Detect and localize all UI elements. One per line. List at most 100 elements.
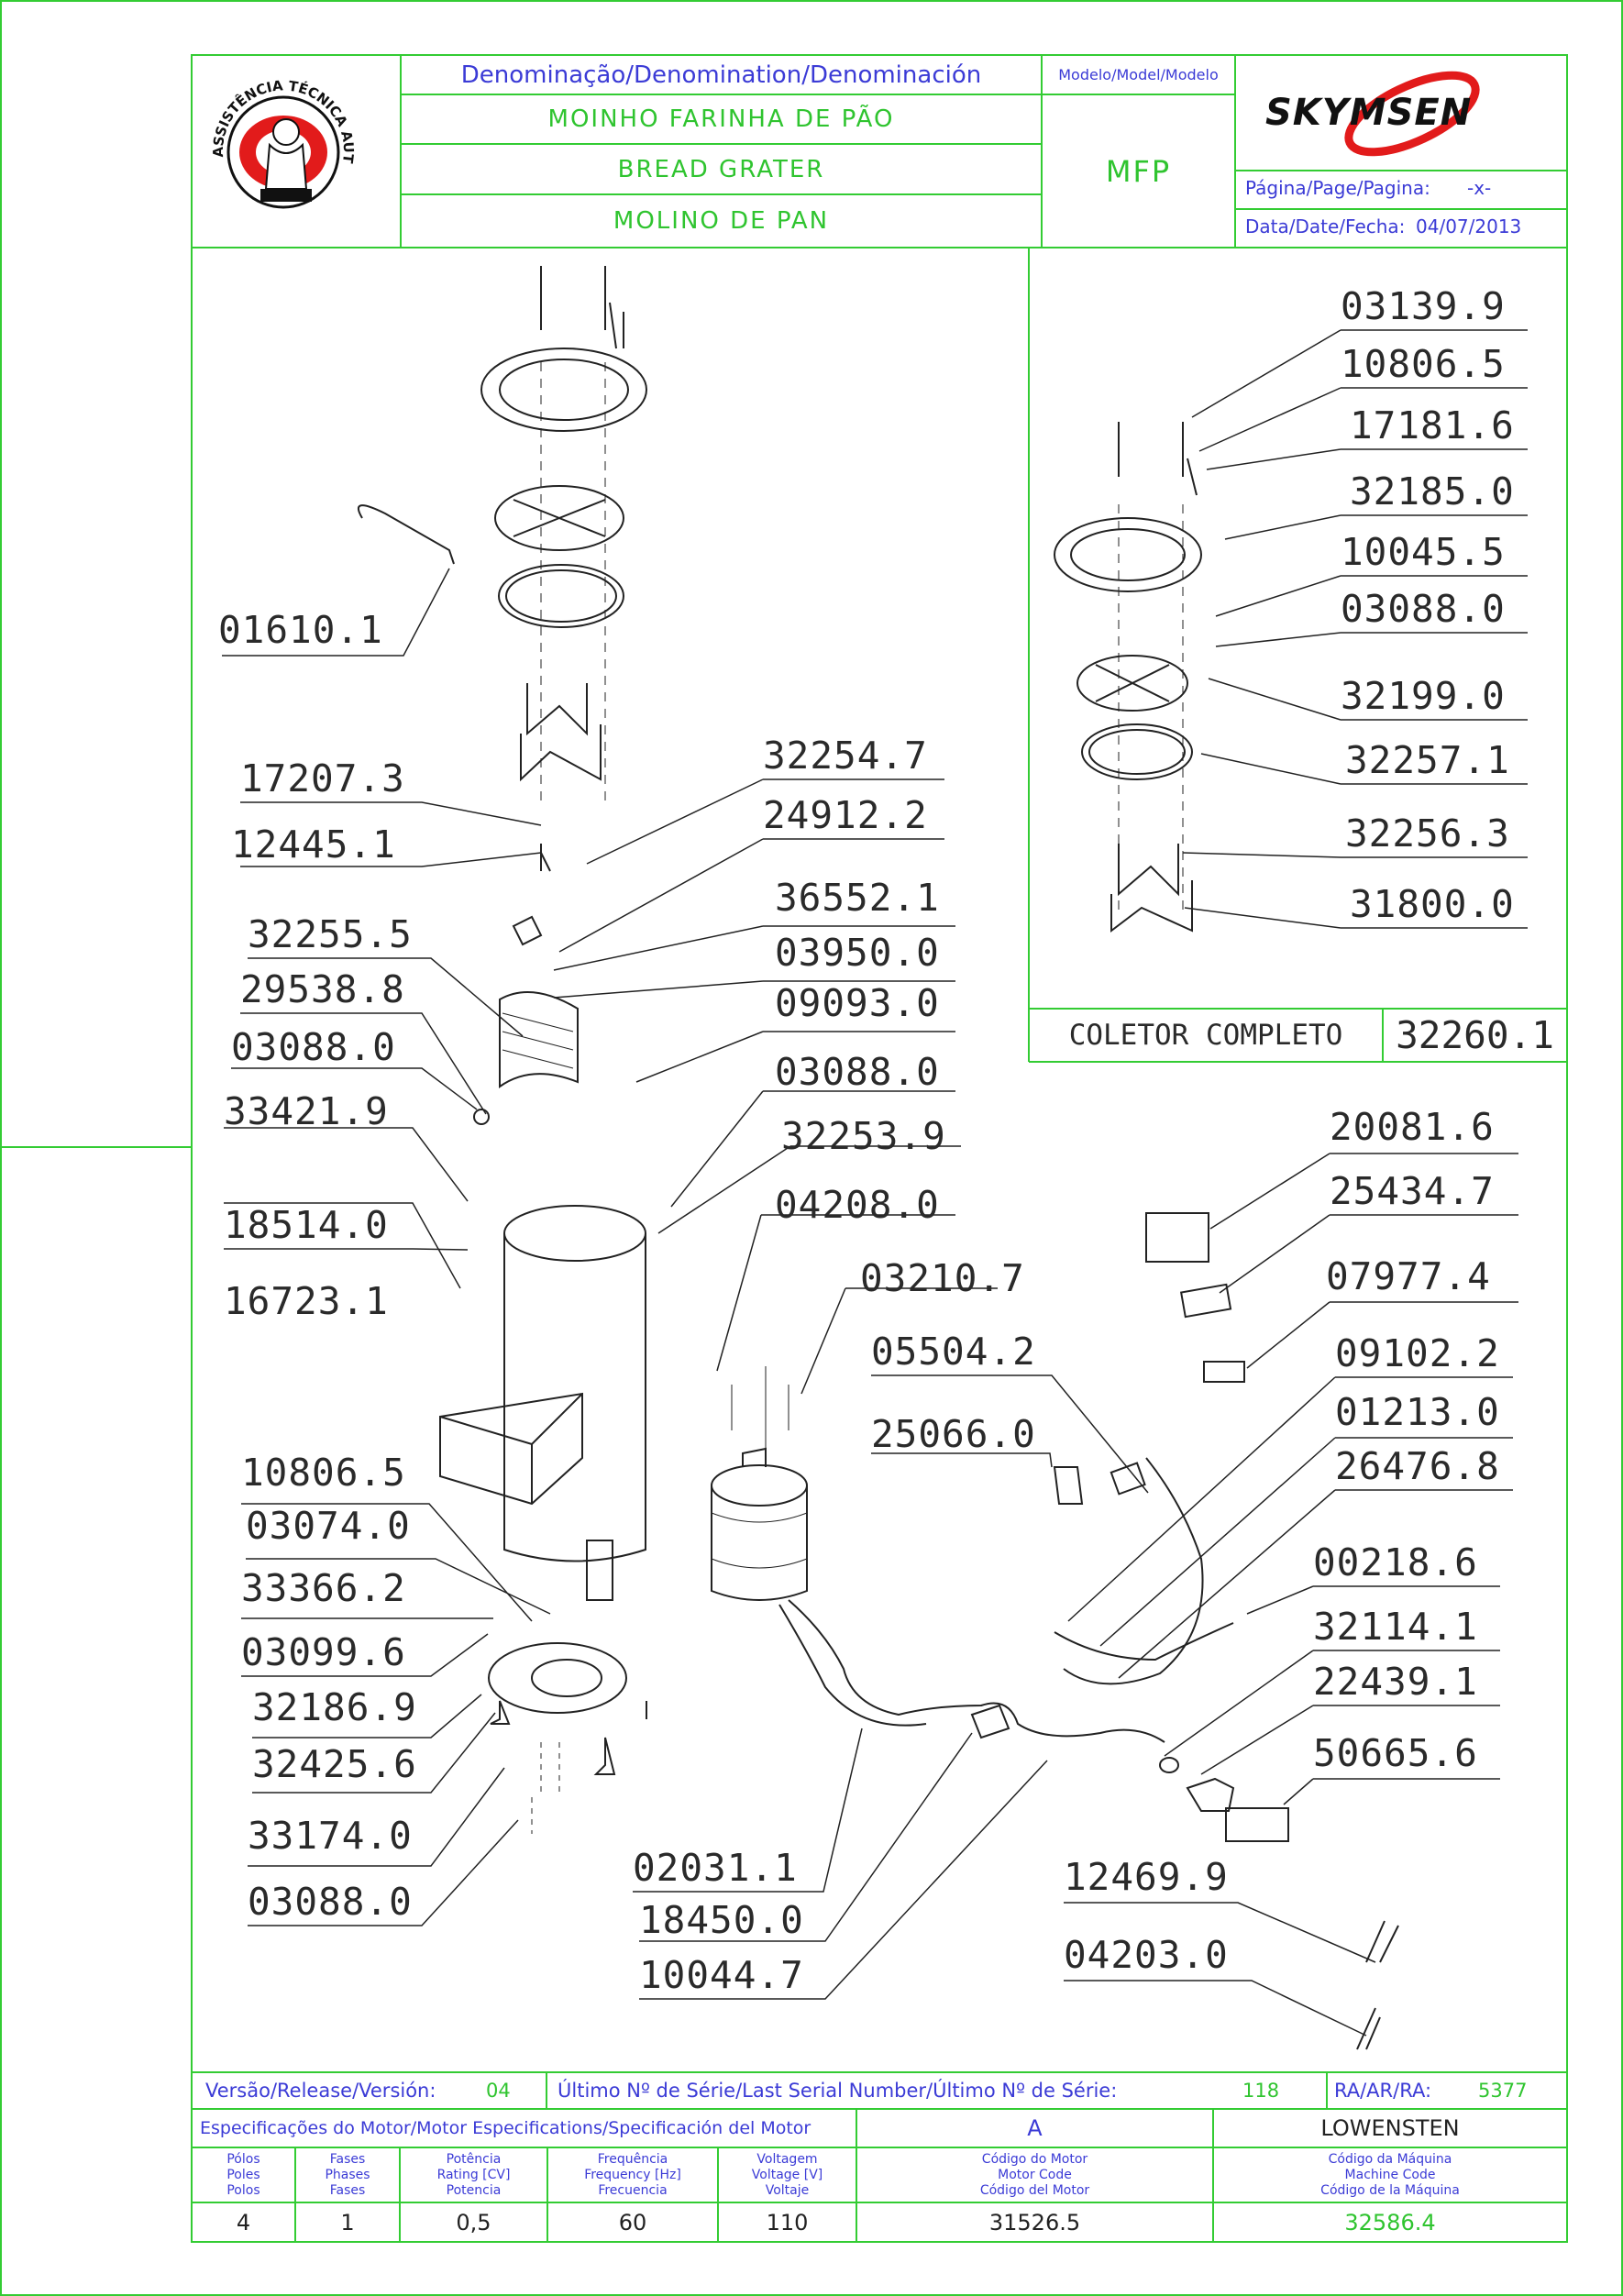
part-label: 12469.9 bbox=[1064, 1855, 1229, 1899]
plug bbox=[1110, 1462, 1146, 1496]
part-label: 12445.1 bbox=[231, 822, 396, 867]
product-name-es: MOLINO DE PAN bbox=[613, 207, 830, 235]
part-label: 18514.0 bbox=[224, 1203, 389, 1247]
chute bbox=[439, 1392, 583, 1506]
main-body-top bbox=[503, 1205, 646, 1262]
part-label: 50665.6 bbox=[1313, 1731, 1478, 1775]
part-label: 03099.6 bbox=[241, 1630, 406, 1674]
col-poles-es: Polos bbox=[226, 2182, 260, 2198]
part-label: 05504.2 bbox=[871, 1330, 1036, 1374]
collector-part-5: 10045.5 bbox=[1341, 530, 1506, 574]
page-label: Página/Page/Pagina: bbox=[1245, 177, 1430, 199]
collector-part-10: 31800.0 bbox=[1350, 882, 1515, 926]
part-label: 09093.0 bbox=[775, 981, 940, 1025]
date-label: Data/Date/Fecha: bbox=[1245, 215, 1406, 237]
sticker-3 bbox=[1203, 1361, 1245, 1383]
col-freq-en: Frequency [Hz] bbox=[584, 2167, 681, 2182]
part-label: 22439.1 bbox=[1313, 1660, 1478, 1704]
collector-part-7: 32199.0 bbox=[1341, 674, 1506, 718]
cable-2 bbox=[1356, 2007, 1381, 2050]
part-label: 32253.9 bbox=[781, 1114, 946, 1158]
part-label: 32255.5 bbox=[248, 912, 413, 956]
machine-code-value: 32586.4 bbox=[1344, 2209, 1436, 2235]
page-value: -x- bbox=[1467, 177, 1492, 199]
manufacturer: LOWENSTEN bbox=[1320, 2115, 1460, 2141]
serial-value: 118 bbox=[1242, 2080, 1280, 2102]
part-label: 33421.9 bbox=[224, 1089, 389, 1133]
part-label: 36552.1 bbox=[775, 876, 940, 920]
col-voltage-header: Voltagem Voltage [V] Voltaje bbox=[718, 2147, 856, 2202]
brand-swoosh-icon bbox=[1344, 71, 1480, 157]
cable-1 bbox=[1365, 1920, 1399, 1963]
part-label: 03210.7 bbox=[860, 1256, 1025, 1300]
collector-part-4: 32185.0 bbox=[1350, 469, 1515, 513]
part-label: 03950.0 bbox=[775, 931, 940, 975]
brand-name: SKYMSEN bbox=[1265, 92, 1473, 134]
part-label: 18450.0 bbox=[639, 1898, 804, 1942]
collector-funnel bbox=[480, 348, 647, 432]
warning-sticker-4 bbox=[1225, 1807, 1289, 1842]
ra-label: RA/AR/RA: bbox=[1334, 2080, 1432, 2102]
col-phases-en: Phases bbox=[325, 2167, 370, 2182]
motor bbox=[711, 1485, 808, 1601]
part-label: 10806.5 bbox=[241, 1451, 406, 1495]
col-poles-en: Poles bbox=[226, 2167, 260, 2182]
part-label: 20081.6 bbox=[1330, 1105, 1495, 1149]
voltage-value: 110 bbox=[766, 2209, 809, 2235]
version-label: Versão/Release/Versión: bbox=[205, 2080, 436, 2102]
part-label: 24912.2 bbox=[763, 793, 928, 837]
part-label: 32186.9 bbox=[252, 1685, 417, 1729]
product-name-pt: MOINHO FARINHA DE PÃO bbox=[547, 105, 895, 133]
model-value: MFP bbox=[1105, 153, 1172, 189]
ra-value: 5377 bbox=[1478, 2080, 1528, 2102]
date-value: 04/07/2013 bbox=[1416, 215, 1522, 237]
part-label: 33174.0 bbox=[248, 1814, 413, 1858]
col-machine-code-pt: Código da Máquina bbox=[1328, 2151, 1452, 2167]
part-label: 26476.8 bbox=[1335, 1444, 1500, 1488]
part-label: 02031.1 bbox=[633, 1846, 798, 1890]
collector-part-8: 32257.1 bbox=[1345, 738, 1510, 782]
part-label: 01610.1 bbox=[218, 608, 383, 652]
part-label: 33366.2 bbox=[241, 1566, 406, 1610]
col-voltage-pt: Voltagem bbox=[756, 2151, 818, 2167]
col-motor-code-header: Código do Motor Motor Code Código del Mo… bbox=[856, 2147, 1213, 2202]
switch bbox=[1159, 1757, 1179, 1773]
col-freq-header: Frequência Frequency [Hz] Frecuencia bbox=[547, 2147, 718, 2202]
part-label: 04208.0 bbox=[775, 1183, 940, 1227]
product-name-en: BREAD GRATER bbox=[617, 155, 825, 183]
part-label: 25434.7 bbox=[1330, 1169, 1495, 1213]
col-phases-es: Fases bbox=[329, 2182, 366, 2198]
main-body bbox=[503, 1233, 646, 1562]
motor-top bbox=[711, 1464, 808, 1507]
part-label: 09102.2 bbox=[1335, 1331, 1500, 1375]
part-label: 07977.4 bbox=[1326, 1254, 1491, 1298]
part-label: 04203.0 bbox=[1064, 1933, 1229, 1977]
col-power-en: Rating [CV] bbox=[436, 2167, 511, 2182]
col-phases-pt: Fases bbox=[329, 2151, 366, 2167]
part-label: 10044.7 bbox=[639, 1953, 804, 1997]
col-voltage-en: Voltage [V] bbox=[751, 2167, 823, 2182]
part-label: 29538.8 bbox=[240, 967, 405, 1011]
col-motor-code-es: Código del Motor bbox=[979, 2182, 1090, 2198]
col-power-pt: Potência bbox=[446, 2151, 502, 2167]
phases-value: 1 bbox=[340, 2209, 355, 2235]
serial-label: Último Nº de Série/Last Serial Number/Úl… bbox=[558, 2080, 1118, 2102]
col-phases-header: Fases Phases Fases bbox=[295, 2147, 400, 2202]
poles-value: 4 bbox=[236, 2209, 251, 2235]
warning-sticker-1 bbox=[1145, 1212, 1209, 1263]
part-label: 32254.7 bbox=[763, 734, 928, 778]
col-machine-code-es: Código de la Máquina bbox=[1320, 2182, 1460, 2198]
part-label: 01213.0 bbox=[1335, 1390, 1500, 1434]
grater-shell bbox=[499, 991, 579, 1088]
part-label: 03088.0 bbox=[775, 1050, 940, 1094]
part-label: 25066.0 bbox=[871, 1412, 1036, 1456]
part-label: 03074.0 bbox=[246, 1504, 411, 1548]
collector-part-6: 03088.0 bbox=[1341, 587, 1506, 631]
col-poles-pt: Pólos bbox=[226, 2151, 260, 2167]
version-value: 04 bbox=[486, 2080, 511, 2102]
part-label: 00218.6 bbox=[1313, 1540, 1478, 1584]
collector-screen bbox=[494, 485, 624, 551]
col-voltage-es: Voltaje bbox=[765, 2182, 810, 2198]
collector-part-2: 10806.5 bbox=[1341, 342, 1506, 386]
col-machine-code-en: Machine Code bbox=[1344, 2167, 1436, 2182]
